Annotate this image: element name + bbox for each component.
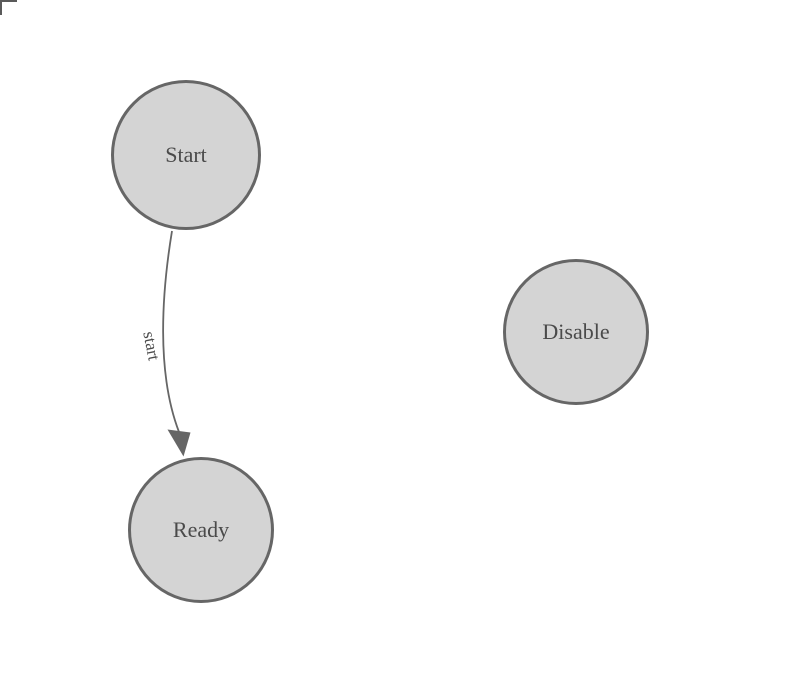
arrowhead-icon (167, 429, 191, 457)
node-disable[interactable]: Disable (503, 259, 649, 405)
node-ready-label: Ready (172, 517, 230, 542)
edge-start-to-ready[interactable] (162, 230, 180, 433)
canvas-corner-mark (0, 0, 17, 15)
node-start-label: Start (165, 142, 207, 167)
node-disable-label: Disable (542, 319, 610, 344)
node-ready[interactable]: Ready (128, 457, 274, 603)
node-start[interactable]: Start (111, 80, 261, 230)
